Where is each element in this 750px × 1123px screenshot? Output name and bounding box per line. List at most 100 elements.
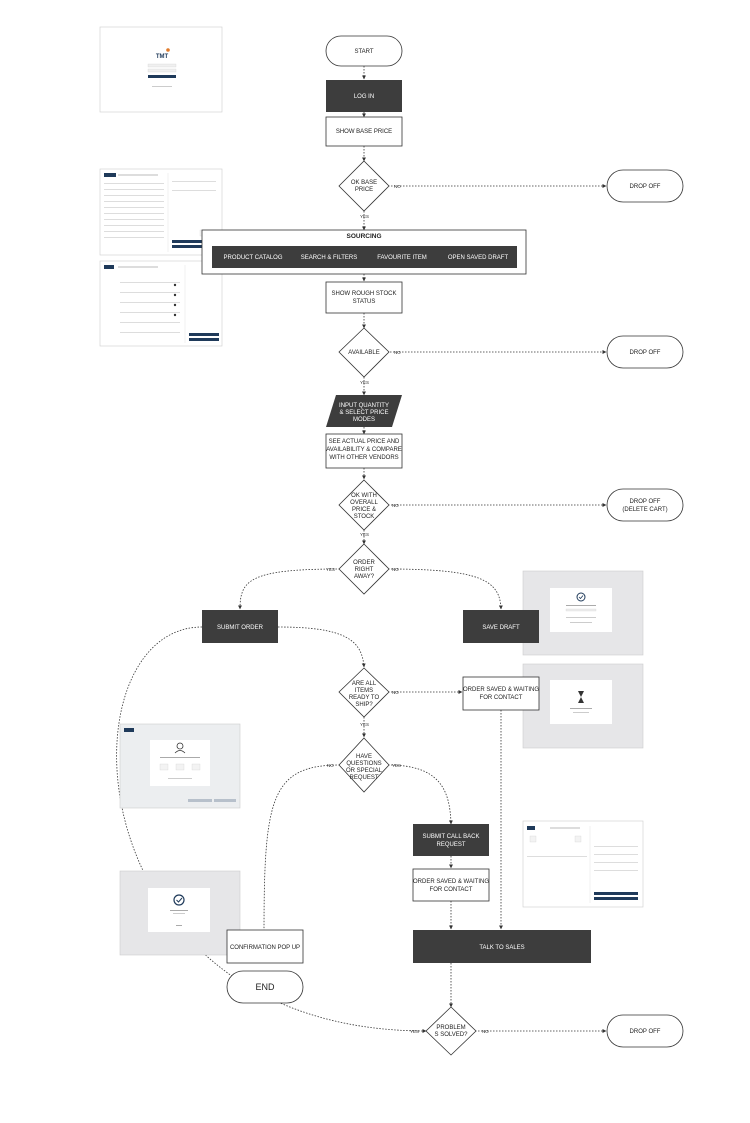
talk-to-sales-label: TALK TO SALES: [479, 945, 524, 951]
edge-label-yes: YES: [360, 380, 369, 385]
questions-label: HAVE: [356, 754, 372, 760]
decision-label: OK BASE: [351, 180, 377, 186]
input-quantity-label: MODES: [353, 417, 375, 423]
all-ready-label: ITEMS: [355, 688, 373, 694]
order-right-away-decision: ORDER RIGHT AWAY?: [338, 543, 390, 595]
edge-label-no: NO: [482, 1029, 489, 1034]
ok-overall-label: PRICE &: [352, 507, 376, 513]
delete-cart-label: (DELETE CART): [622, 507, 667, 513]
input-quantity-label: & SELECT PRICE: [340, 410, 389, 416]
tmt-logo: TMT: [156, 54, 169, 60]
drop-off-node: DROP OFF: [606, 1014, 684, 1048]
see-price-label: WITH OTHER VENDORS: [329, 455, 398, 461]
talk-to-sales-step: TALK TO SALES: [413, 930, 591, 963]
edge-label-yes: YES: [392, 763, 401, 768]
end-node: END: [226, 970, 304, 1004]
edge-label-yes: YES: [360, 722, 369, 727]
sourcing-item-favourite: FAVOURITE ITEM: [377, 255, 427, 261]
check-circle-icon: [173, 894, 185, 906]
see-price-label: SEE ACTUAL PRICE AND: [329, 439, 400, 445]
edge-label-no: NO: [392, 503, 399, 508]
confirmation-popup-step: CONFIRMATION POP UP: [226, 929, 304, 964]
drop-off-label: DROP OFF: [630, 1029, 661, 1035]
rough-stock-step: SHOW ROUGH STOCK STATUS: [325, 281, 403, 314]
callback-screen-thumbnail: [522, 820, 644, 908]
order-right-away-label: RIGHT: [355, 567, 374, 573]
ok-overall-label: STOCK: [354, 514, 375, 520]
save-draft-label: SAVE DRAFT: [482, 625, 520, 631]
order-right-away-label: AWAY?: [354, 574, 375, 580]
problem-label: S SOLVED?: [435, 1032, 469, 1038]
edge-label-no: NO: [392, 690, 399, 695]
questions-label: REQUEST: [349, 775, 378, 781]
save-draft-step: SAVE DRAFT: [463, 610, 539, 643]
sourcing-item-open-draft: OPEN SAVED DRAFT: [448, 255, 509, 261]
edge-label-no: NO: [394, 350, 401, 355]
start-node: START: [325, 35, 403, 67]
input-quantity-label: INPUT QUANTITY: [339, 403, 389, 409]
see-price-label: AVAILABILITY & COMPARE: [326, 447, 402, 453]
login-step: LOG IN: [326, 80, 402, 112]
drop-off-label: DROP OFF: [630, 350, 661, 356]
order-saved-label: ORDER SAVED & WAITING: [463, 687, 539, 693]
edge-label-yes: YES: [360, 532, 369, 537]
submit-callback-step: SUBMIT CALL BACK REQUEST: [413, 824, 489, 856]
edge-label-yes: YES: [410, 1029, 419, 1034]
edge-label-yes: YES: [326, 567, 335, 572]
user-icon: [176, 742, 184, 750]
order-saved-label: ORDER SAVED & WAITING: [413, 879, 489, 885]
order-saved-label: FOR CONTACT: [480, 695, 523, 701]
login-label: LOG IN: [354, 94, 374, 100]
all-ready-label: SHIP?: [355, 702, 373, 708]
drop-off-label: DROP OFF: [630, 499, 661, 505]
sourcing-item-product-catalog: PRODUCT CATALOG: [223, 255, 282, 261]
waiting-screen-thumbnail: [522, 663, 644, 749]
sourcing-title: SOURCING: [346, 233, 381, 240]
questions-label: OR SPECIAL: [346, 768, 383, 774]
have-questions-decision: HAVE QUESTIONS OR SPECIAL REQUEST: [338, 737, 390, 793]
decision-label: PRICE: [355, 187, 373, 193]
end-label: END: [255, 982, 275, 992]
login-screen-thumbnail: TMT: [99, 26, 223, 113]
favourites-screen-thumbnail: [99, 260, 223, 347]
sourcing-item-search-filters: SEARCH & FILTERS: [301, 255, 358, 261]
questions-label: QUESTIONS: [346, 761, 381, 767]
ok-base-price-decision: OK BASE PRICE: [338, 160, 390, 212]
show-base-price-label: SHOW BASE PRICE: [336, 129, 392, 135]
input-quantity-step: INPUT QUANTITY & SELECT PRICE MODES: [326, 395, 402, 427]
draft-saved-screen-thumbnail: [522, 570, 644, 656]
submit-callback-label: REQUEST: [436, 842, 465, 848]
see-actual-price-step: SEE ACTUAL PRICE AND AVAILABILITY & COMP…: [325, 433, 403, 469]
edge-labels: NO YES NO YES NO YES YES NO NO YES NO YE…: [326, 184, 489, 1034]
all-ready-label: READY TO: [349, 695, 380, 701]
rough-stock-label: SHOW ROUGH STOCK: [332, 291, 397, 297]
edge-label-yes: YES: [360, 214, 369, 219]
drop-off-delete-cart-node: DROP OFF (DELETE CART): [606, 488, 684, 522]
show-base-price-step: SHOW BASE PRICE: [325, 116, 403, 147]
sourcing-group: SOURCING PRODUCT CATALOG SEARCH & FILTER…: [201, 229, 527, 275]
submit-order-label: SUBMIT ORDER: [217, 625, 264, 631]
order-saved-waiting-step: ORDER SAVED & WAITING FOR CONTACT: [462, 676, 540, 711]
edge-label-no: NO: [392, 567, 399, 572]
confirmation-screen-thumbnail: [119, 870, 241, 956]
all-ready-label: ARE ALL: [352, 681, 377, 687]
drop-off-node: DROP OFF: [606, 335, 684, 369]
available-label: AVAILABLE: [348, 350, 379, 356]
edge-label-no: NO: [327, 763, 334, 768]
ok-overall-label: OK WITH: [351, 493, 377, 499]
ok-overall-label: OVERALL: [350, 500, 378, 506]
start-label: START: [354, 49, 373, 55]
check-circle-icon: [576, 592, 586, 602]
confirmation-label: CONFIRMATION POP UP: [230, 945, 300, 951]
submit-order-step: SUBMIT ORDER: [202, 610, 278, 643]
rough-stock-label: STATUS: [353, 299, 376, 305]
drop-off-node: DROP OFF: [606, 169, 684, 203]
available-decision: AVAILABLE: [338, 327, 390, 378]
order-right-away-label: ORDER: [353, 560, 375, 566]
questions-popup-screen-thumbnail: [119, 723, 241, 809]
edge-label-no: NO: [394, 184, 401, 189]
all-ready-decision: ARE ALL ITEMS READY TO SHIP?: [338, 667, 390, 718]
problem-label: PROBLEM: [436, 1025, 465, 1031]
connectors: [116, 66, 607, 1033]
